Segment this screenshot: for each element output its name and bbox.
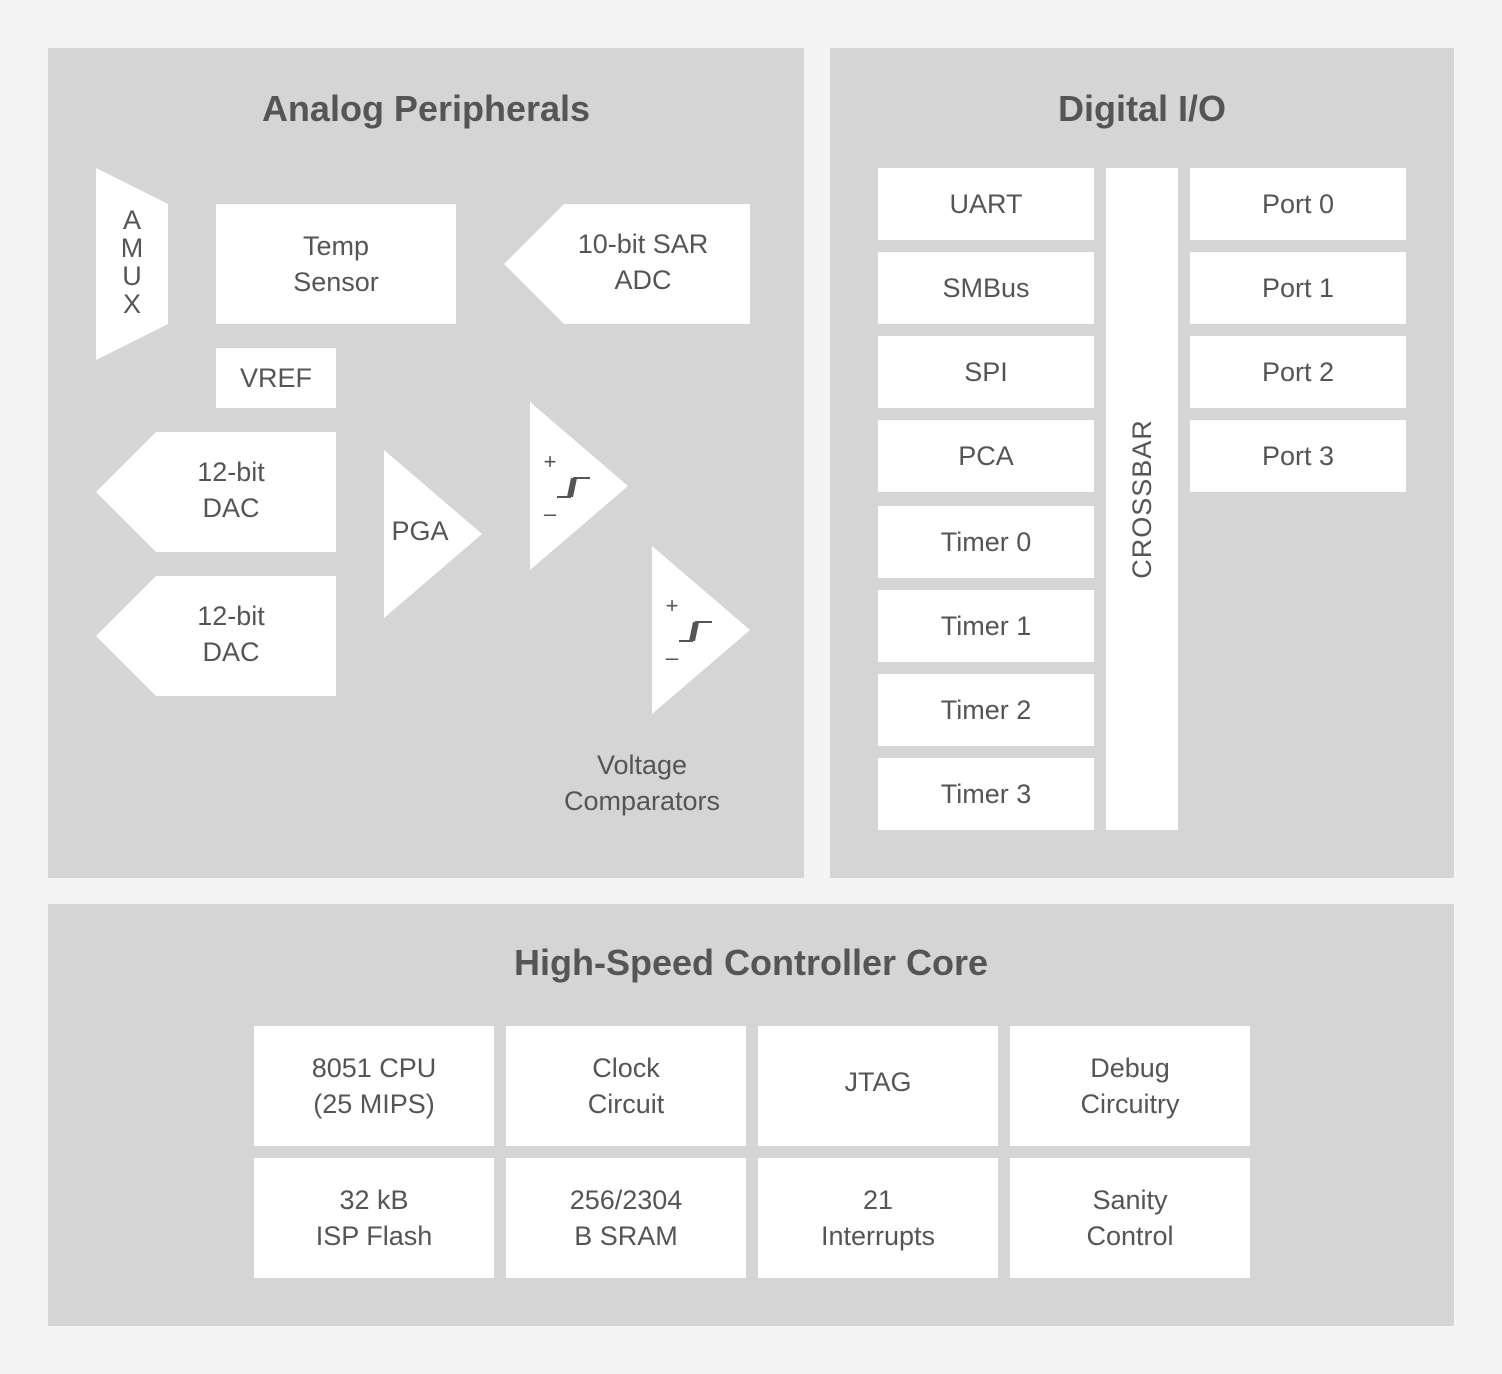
sanity-control-block: Sanity Control bbox=[1010, 1158, 1250, 1278]
interrupts-line-2: Interrupts bbox=[820, 1221, 936, 1251]
dac-1-label-line-1: 12-bit bbox=[197, 457, 265, 487]
amux-letter-a: A bbox=[122, 205, 141, 235]
clock-circuit-line-1: Clock bbox=[592, 1053, 660, 1083]
cpu-line-1: 8051 CPU bbox=[311, 1053, 437, 1083]
dac-2-label-line-2: DAC bbox=[202, 637, 260, 667]
jtag-block: JTAG bbox=[758, 1026, 998, 1146]
dac-2-label-line-1: 12-bit bbox=[197, 601, 265, 631]
timer-0-block: Timer 0 bbox=[878, 506, 1094, 578]
dac-1-label-line-2: DAC bbox=[202, 493, 260, 523]
debug-circuitry-block: Debug Circuitry bbox=[1010, 1026, 1250, 1146]
temp-sensor-block: Temp Sensor bbox=[216, 204, 456, 324]
voltage-comparators-label-line-1: Voltage bbox=[596, 750, 688, 780]
comparator-1-plus: + bbox=[543, 449, 557, 474]
crossbar-block: CROSSBAR bbox=[1106, 168, 1178, 830]
isp-flash-line-2: ISP Flash bbox=[315, 1221, 433, 1251]
amux-letter-u: U bbox=[122, 261, 142, 291]
comparator-2-plus: + bbox=[665, 593, 679, 618]
debug-circuitry-line-1: Debug bbox=[1090, 1053, 1170, 1083]
adc-label-line-1: 10-bit SAR bbox=[577, 229, 709, 259]
cpu-block: 8051 CPU (25 MIPS) bbox=[254, 1026, 494, 1146]
vref-block: VREF bbox=[216, 348, 336, 408]
clock-circuit-line-2: Circuit bbox=[587, 1089, 665, 1119]
temp-sensor-line-2: Sensor bbox=[293, 267, 379, 297]
jtag-line-1: JTAG bbox=[844, 1067, 912, 1097]
smbus-block: SMBus bbox=[878, 252, 1094, 324]
digital-io-title: Digital I/O bbox=[1057, 88, 1226, 129]
interrupts-line-1: 21 bbox=[862, 1185, 894, 1215]
spi-block: SPI bbox=[878, 336, 1094, 408]
comparator-2-block bbox=[652, 546, 750, 714]
isp-flash-block: 32 kB ISP Flash bbox=[254, 1158, 494, 1278]
comparator-1-minus: – bbox=[543, 501, 557, 526]
cpu-line-2: (25 MIPS) bbox=[313, 1089, 435, 1119]
uart-block: UART bbox=[878, 168, 1094, 240]
pga-block bbox=[384, 450, 482, 618]
adc-label-line-2: ADC bbox=[614, 265, 672, 295]
voltage-comparators-label-line-2: Comparators bbox=[563, 786, 721, 816]
amux-letter-x: X bbox=[122, 289, 141, 319]
hysteresis-1-icon bbox=[557, 477, 590, 498]
adc-block bbox=[504, 204, 750, 324]
isp-flash-line-1: 32 kB bbox=[339, 1185, 409, 1215]
sanity-control-line-1: Sanity bbox=[1092, 1185, 1168, 1215]
timer-1-block: Timer 1 bbox=[878, 590, 1094, 662]
comparator-2-minus: – bbox=[665, 645, 679, 670]
sanity-control-line-2: Control bbox=[1086, 1221, 1174, 1251]
timer-3-block: Timer 3 bbox=[878, 758, 1094, 830]
amux-block bbox=[96, 168, 168, 360]
dac-2-block bbox=[96, 576, 336, 696]
controller-core-title: High-Speed Controller Core bbox=[513, 942, 989, 983]
analog-peripherals-title: Analog Peripherals bbox=[261, 88, 591, 129]
amux-letter-m: M bbox=[120, 233, 144, 263]
debug-circuitry-line-2: Circuitry bbox=[1080, 1089, 1180, 1119]
port-0-block: Port 0 bbox=[1190, 168, 1406, 240]
interrupts-block: 21 Interrupts bbox=[758, 1158, 998, 1278]
port-3-block: Port 3 bbox=[1190, 420, 1406, 492]
sram-line-2: B SRAM bbox=[574, 1221, 678, 1251]
crossbar-label: CROSSBAR bbox=[1127, 419, 1158, 579]
timer-2-block: Timer 2 bbox=[878, 674, 1094, 746]
sram-block: 256/2304 B SRAM bbox=[506, 1158, 746, 1278]
pca-block: PCA bbox=[878, 420, 1094, 492]
sram-line-1: 256/2304 bbox=[569, 1185, 683, 1215]
comparator-1-block bbox=[530, 402, 628, 570]
clock-circuit-block: Clock Circuit bbox=[506, 1026, 746, 1146]
port-2-block: Port 2 bbox=[1190, 336, 1406, 408]
hysteresis-2-icon bbox=[679, 621, 712, 642]
pga-label: PGA bbox=[391, 516, 449, 546]
port-1-block: Port 1 bbox=[1190, 252, 1406, 324]
temp-sensor-line-1: Temp bbox=[302, 231, 370, 261]
dac-1-block bbox=[96, 432, 336, 552]
